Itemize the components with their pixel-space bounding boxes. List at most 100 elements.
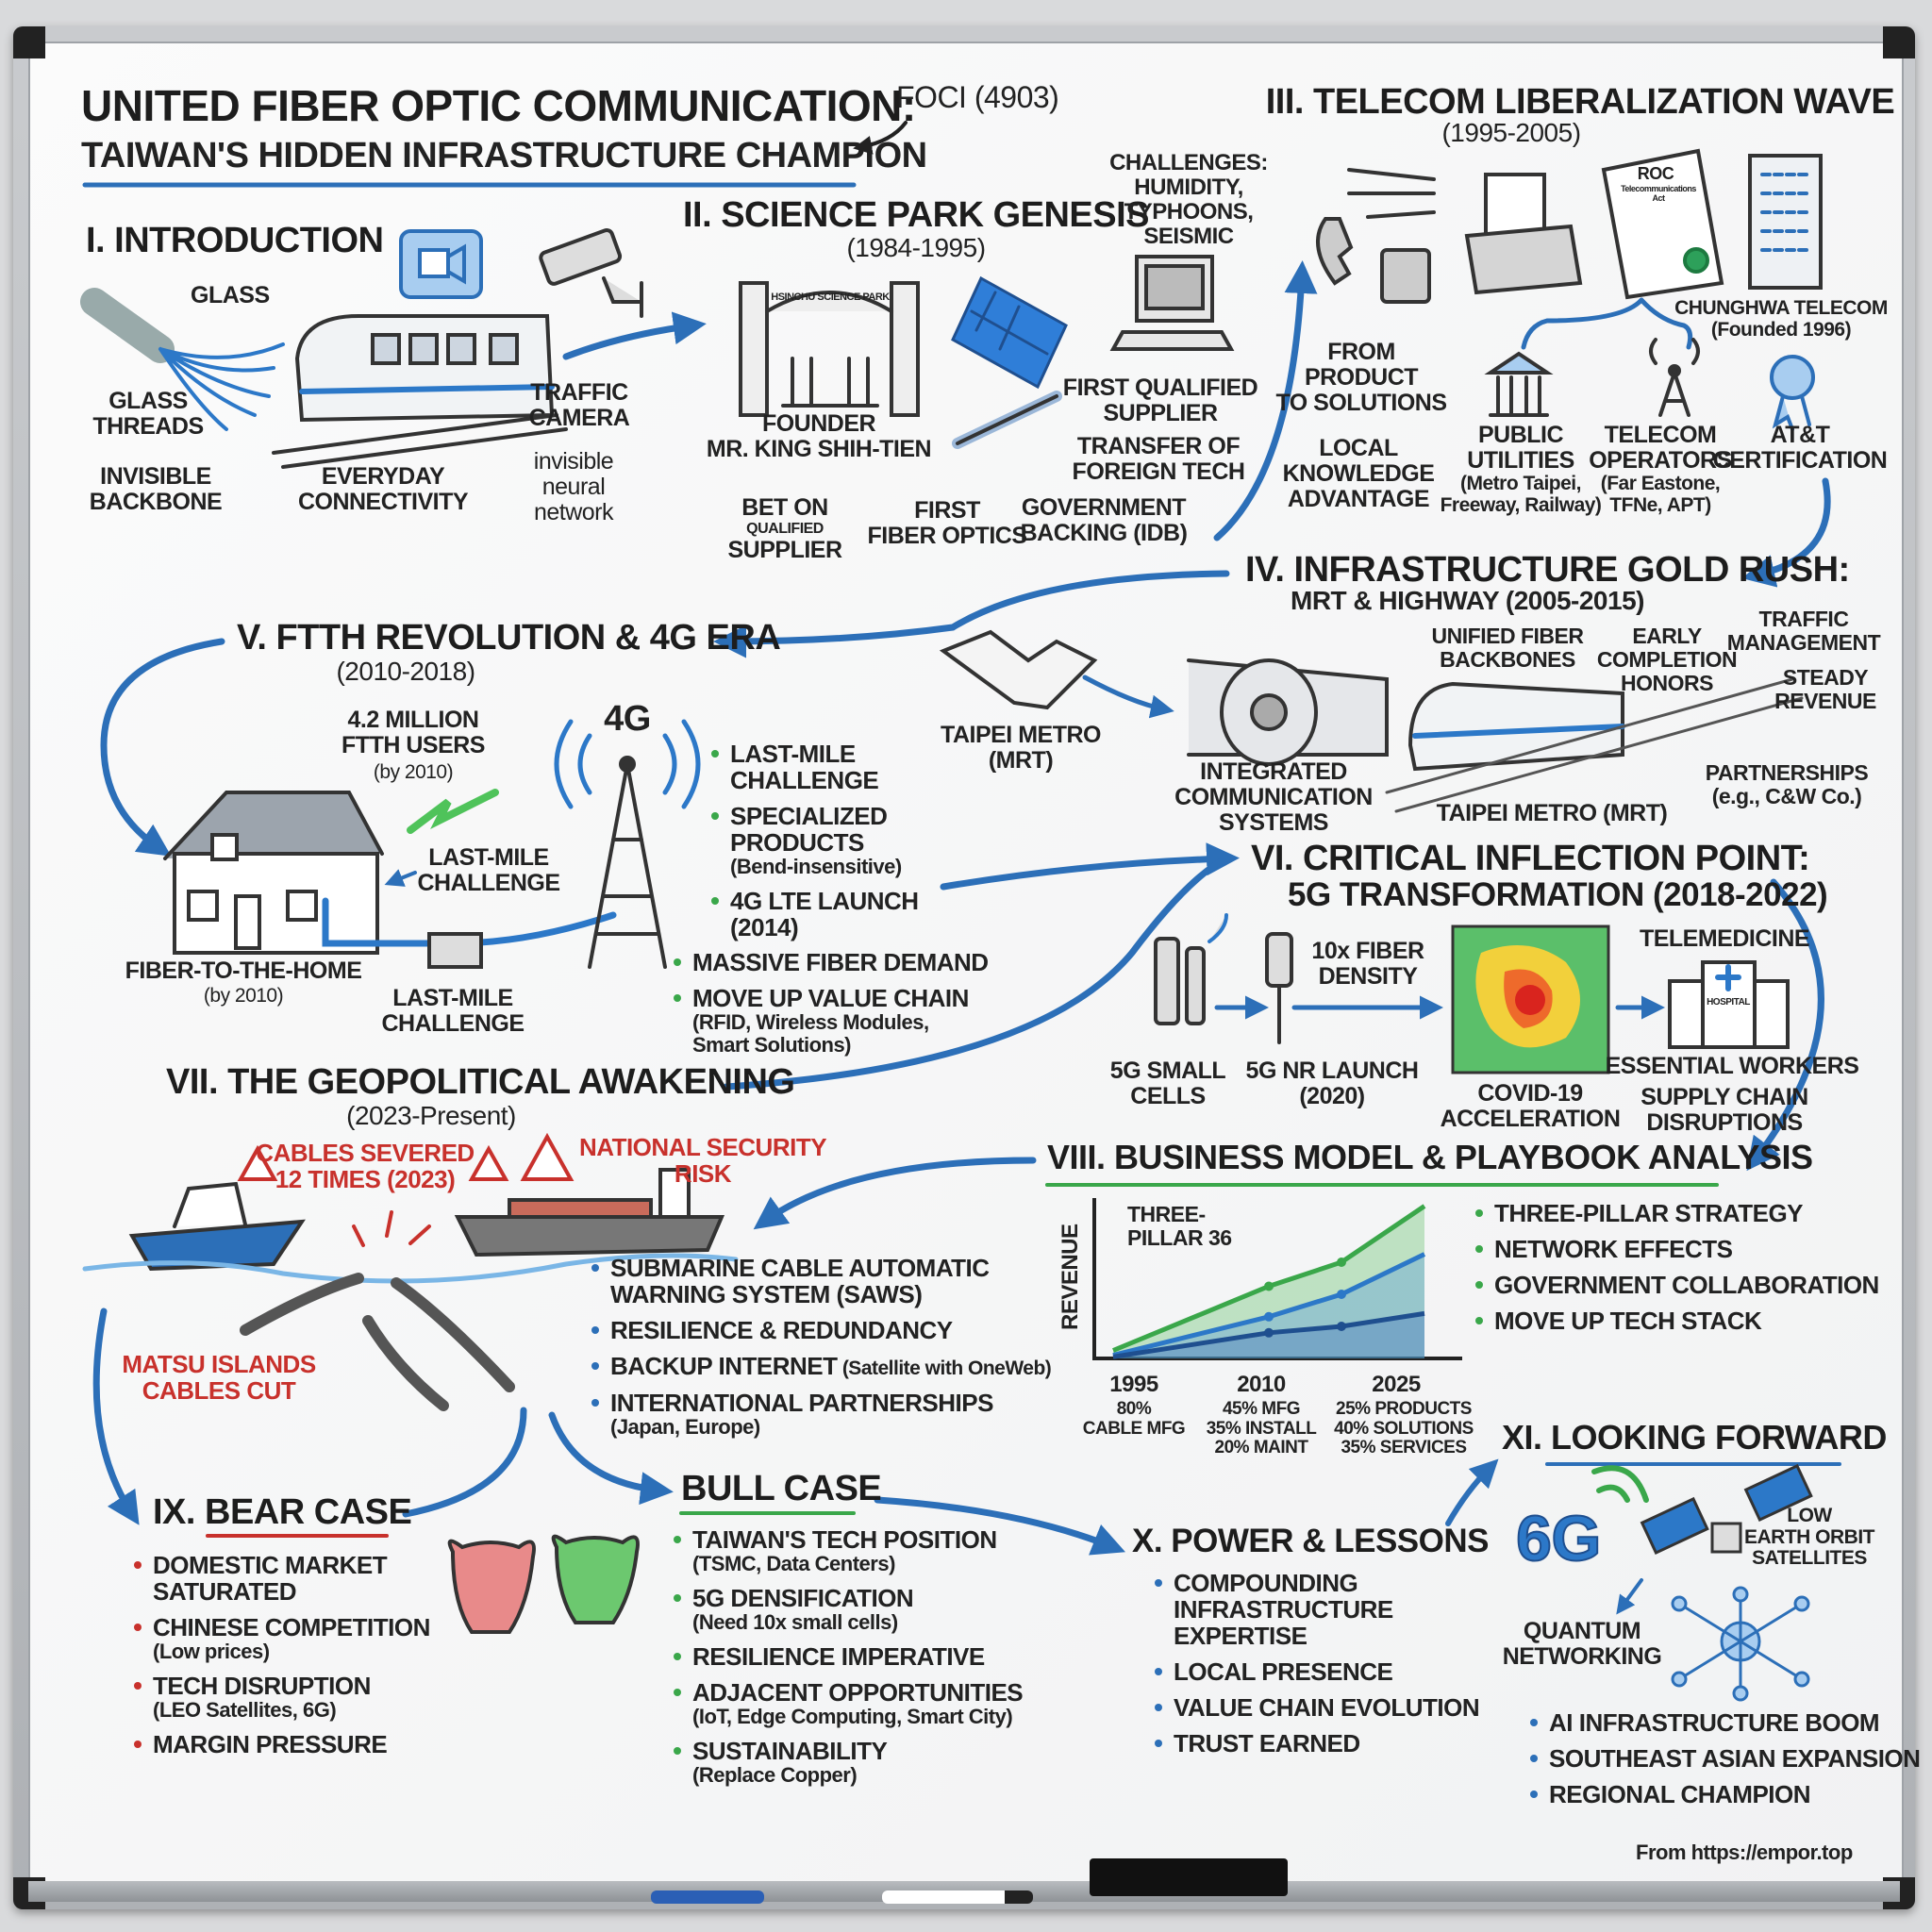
first-fiber-label: FIRST FIBER OPTICS [867,497,1027,549]
covid-label: COVID-19 ACCELERATION [1440,1080,1621,1132]
bullet-text: TAIWAN'S TECH POSITION [692,1525,997,1554]
science-park-years: (1984-1995) [846,233,986,262]
black-marker[interactable] [882,1890,1033,1904]
section-business-title: VIII. BUSINESS MODEL & PLAYBOOK ANALYSIS [1047,1138,1813,1176]
bullet-item: GOVERNMENT COLLABORATION [1474,1272,1879,1298]
chunghwa-label: CHUNGHWA TELECOM (Founded 1996) [1674,297,1888,341]
chart-axes [1092,1198,1462,1360]
section-bull-title: BULL CASE [681,1469,882,1508]
ticker-label: FOCI (4903) [896,80,1059,114]
founder-label: FOUNDER MR. KING SHIH-TIEN [706,410,932,462]
source-footer[interactable]: From https://empor.top [1636,1840,1853,1864]
partnerships-label: PARTNERSHIPS (e.g., C&W Co.) [1705,760,1869,808]
bullet-item: NETWORK EFFECTS [1474,1236,1879,1262]
bullet-text: 4G LTE LAUNCH (2014) [730,887,919,942]
invisible-backbone-label: INVISIBLE BACKBONE [89,463,223,515]
bet-on-label: BET ON [741,494,828,521]
bullet-text: MASSIVE FIBER DEMAND [692,948,989,976]
bullet-text: SUSTAINABILITY [692,1736,888,1765]
leo-label: LOW EARTH ORBIT SATELLITES [1744,1505,1875,1570]
first-qualified-supplier-label: FIRST QUALIFIED SUPPLIER [1062,375,1258,426]
section-5g-title: VI. CRITICAL INFLECTION POINT: [1251,839,1810,878]
bullet-item: INTERNATIONAL PARTNERSHIPS(Japan, Europe… [590,1390,1051,1439]
public-utilities-note: (Metro Taipei, Freeway, Railway) [1440,473,1602,516]
glass-label: GLASS [191,282,270,308]
chart-series-line [1112,1310,1425,1359]
telecom-operators-label: TELECOM OPERATORS [1589,422,1732,474]
bullet-text: CHINESE COMPETITION [153,1613,430,1642]
bullet-item: LOCAL PRESENCE [1153,1658,1479,1685]
chart-point [1264,1281,1274,1291]
chart-series-line [1112,1204,1426,1353]
doc-subtitle: Telecommunications Act [1621,184,1696,203]
telemedicine-label: TELEMEDICINE [1639,925,1810,952]
fiber-density-label: 10x FIBER DENSITY [1311,938,1424,990]
bullet-text: MARGIN PRESSURE [153,1729,388,1758]
frame-corner [1883,26,1915,58]
supply-chain-label: SUPPLY CHAIN DISRUPTIONS [1641,1084,1808,1136]
gold-rush-subtitle: MRT & HIGHWAY (2005-2015) [1291,586,1644,615]
bullet-item: MOVE UP TECH STACK [1474,1307,1879,1334]
everyday-connectivity-label: EVERYDAY CONNECTIVITY [297,463,469,515]
challenges-label: CHALLENGES: HUMIDITY, TYPHOONS, SEISMIC [1109,150,1268,249]
eraser[interactable] [1090,1858,1288,1896]
bullet-item: RESILIENCE IMPERATIVE [672,1643,1023,1670]
ftth-years: (2010-2018) [336,657,475,686]
chart-tick-note: 45% MFG 35% INSTALL 20% MAINT [1206,1399,1317,1458]
ftth-note: (by 2010) [203,985,284,1007]
bullet-inline-note: (Satellite with OneWeb) [837,1357,1052,1380]
section-telecom-title: III. TELECOM LIBERALIZATION WAVE [1265,82,1895,122]
ftth-users-note: (by 2010) [373,761,454,783]
5g-subtitle: 5G TRANSFORMATION (2018-2022) [1288,876,1828,913]
bullet-text: MOVE UP TECH STACK [1494,1307,1762,1336]
from-product-label: FROM PRODUCT TO SOLUTIONS [1275,339,1447,416]
bullet-item: MASSIVE FIBER DEMAND [672,949,989,975]
bullet-text: TRUST EARNED [1174,1729,1360,1758]
last-mile-label-1: LAST-MILE CHALLENGE [417,844,560,896]
bullet-note: (Japan, Europe) [610,1414,760,1439]
ftth-users-label: 4.2 MILLION FTTH USERS [341,707,485,758]
blue-marker[interactable] [651,1890,764,1904]
bullet-note: (Low prices) [153,1640,270,1664]
bullet-text: VALUE CHAIN EVOLUTION [1174,1693,1480,1723]
chart-point [1264,1311,1274,1322]
bullet-item: TECH DISRUPTION(LEO Satellites, 6G) [132,1673,430,1722]
bullet-text: GOVERNMENT COLLABORATION [1494,1271,1879,1300]
bullet-note: (Need 10x small cells) [692,1609,898,1634]
bullet-text: THREE-PILLAR STRATEGY [1494,1199,1804,1227]
bullet-text: NETWORK EFFECTS [1494,1235,1733,1264]
government-backing-label: GOVERNMENT BACKING (IDB) [1020,494,1188,546]
bullet-item: MOVE UP VALUE CHAIN(RFID, Wireless Modul… [672,985,989,1057]
national-security-label: NATIONAL SECURITY RISK [578,1133,827,1189]
page-subtitle: TAIWAN'S HIDDEN INFRASTRUCTURE CHAMPION [81,136,927,175]
bullet-item: SUBMARINE CABLE AUTOMATIC WARNING SYSTEM… [590,1255,1051,1307]
chart-point [1337,1257,1346,1267]
bullet-text: BACKUP INTERNET [610,1352,838,1381]
bullet-text: SPECIALIZED PRODUCTS [730,802,888,858]
bullet-text: INTERNATIONAL PARTNERSHIPS [610,1388,993,1417]
section-science-park-title: II. SCIENCE PARK GENESIS [682,195,1150,235]
nr-launch-label: 5G NR LAUNCH (2020) [1245,1058,1419,1109]
revenue-chart [1092,1198,1462,1360]
taipei-metro-label: TAIPEI METRO (MRT) [1436,800,1668,826]
chart-ylabel: REVENUE [1058,1224,1083,1330]
bullet-item: RESILIENCE & REDUNDANCY [590,1317,1051,1343]
local-knowledge-label: LOCAL KNOWLEDGE ADVANTAGE [1282,435,1435,512]
chart-annotation: THREE- PILLAR 36 [1127,1202,1232,1250]
section-forward-title: XI. LOOKING FORWARD [1502,1418,1887,1457]
bullet-text: 5G DENSIFICATION [692,1583,914,1612]
bullet-item: 4G LTE LAUNCH (2014) [709,888,919,941]
chart-series-line [1112,1252,1426,1358]
ftth-bullets-b: MASSIVE FIBER DEMAND MOVE UP VALUE CHAIN(… [672,949,989,1066]
bullet-note: (LEO Satellites, 6G) [153,1698,337,1723]
bullet-item: CHINESE COMPETITION(Low prices) [132,1614,430,1663]
chart-tick-label: 1995 [1109,1372,1158,1397]
bullet-note: (RFID, Wireless Modules, Smart Solutions… [692,1010,929,1057]
bull-bullets: TAIWAN'S TECH POSITION(TSMC, Data Center… [672,1525,1024,1795]
transfer-tech-label: TRANSFER OF FOREIGN TECH [1072,433,1245,485]
bullet-text: REGIONAL CHAMPION [1549,1780,1811,1809]
